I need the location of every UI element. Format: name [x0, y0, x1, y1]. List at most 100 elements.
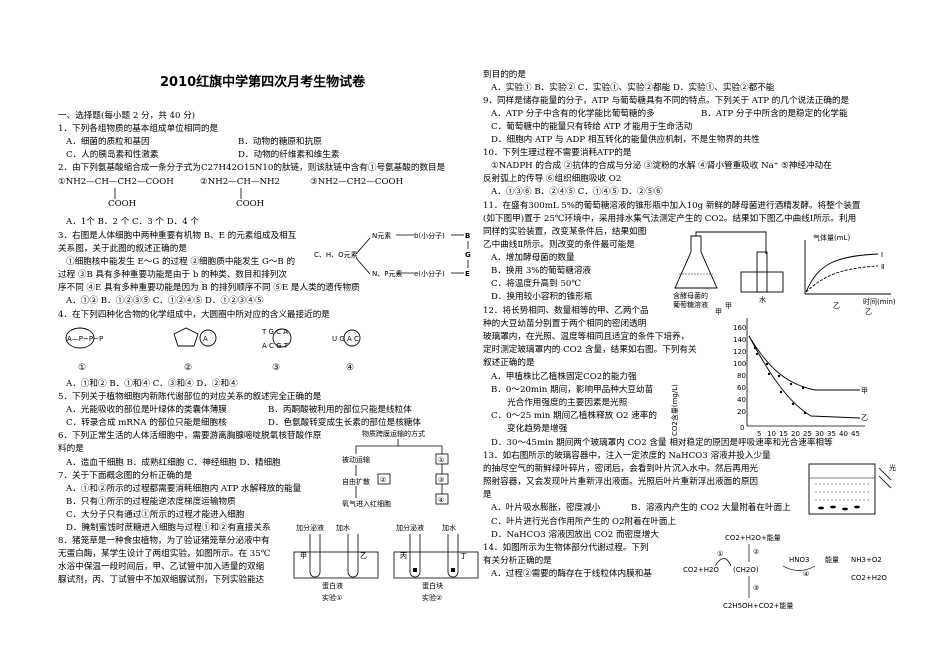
fig14-top: CO2+H2O+能量: [725, 533, 781, 542]
fig12-xtick-20: 20: [791, 430, 800, 438]
q5-option-b: B．丙酮酸被利用的部位只能是线粒体: [268, 405, 412, 415]
question-13-line-3: 照射容器，又会发现叶片重新浮出液面。光照后叶片重新浮出液面的原因: [483, 477, 759, 487]
fig8-add2: 加水: [336, 523, 350, 532]
question-13-line-2: 的抽尽空气的新鲜绿叶碎片，密闭后，会看到叶片沉入水中。然后再用光: [483, 464, 759, 474]
question-12-line-4: 定时测定玻璃罩内的 CO2 含量，结果如右图。下列有关: [483, 345, 697, 355]
fig3-e-label: e(小分子): [414, 269, 445, 278]
fig12-xtick-5: 5: [757, 430, 761, 438]
q4-label-2: ②: [184, 363, 192, 373]
q11-option-c: C．将温度升高到 50℃: [491, 279, 582, 289]
amino-acid-bonds: [114, 188, 242, 199]
q6-options: A．造血干细胞 B．成熟红细胞 C．神经细胞 D．精细胞: [66, 458, 281, 468]
fig7-passive: 被动运输: [342, 455, 370, 464]
fig3-b-label: b(小分子): [414, 231, 445, 240]
question-6: 6．下列正常生活的人体活细胞中，需要游离胸腺嘧啶脱氧核苷酸作原: [58, 431, 322, 441]
fig12-ytick-0: 0: [740, 424, 744, 432]
fig11-jia: 甲: [725, 302, 732, 310]
fig7-n2: ②: [380, 476, 386, 484]
fig3-B: B: [465, 232, 470, 240]
q4-label-4: ④: [346, 363, 354, 373]
fig12-curve-yi: [748, 335, 861, 419]
q3-diagram: N元素 C、H、O元素 N、P元素 b(小分子) e(小分子) B G E: [314, 231, 471, 278]
question-8-line-3: 水浴中保温一段时间后，甲、乙试管中加入适量的双缩: [58, 562, 265, 572]
fig8-yi: 乙: [360, 552, 367, 560]
fig8-add4: 加水: [442, 523, 456, 532]
q7-option-b: B．只有①所示的过程能逆浓度梯度运输物质: [66, 497, 236, 507]
question-4: 4．在下列四种化合物的化学组成中，大圆圈中所对应的含义最接近的是: [58, 310, 330, 320]
fig12-curve-jia: [748, 335, 860, 391]
fig13-light: 光: [889, 463, 896, 472]
section-heading: 一、选择题(每小题 2 分，共 40 分): [58, 111, 196, 121]
q9-option-b: B．ATP 分子中所含的是稳定的化学能: [701, 109, 848, 119]
fig12-ytick-20: 20: [737, 408, 746, 416]
fig8-liquid-1: 蛋白液: [322, 581, 343, 590]
fig14-hno3: HNO3: [789, 556, 809, 564]
fig7-free: 自由扩散: [342, 477, 370, 486]
q4-structures: A—P~P~P A T G C A A C G T U G A C ① ② ③ …: [65, 327, 361, 373]
fig11-curve-1: [805, 253, 879, 293]
svg-text:A: A: [203, 335, 208, 343]
amino-acid-3: ③NH2—CH2—COOH: [310, 177, 404, 187]
question-12-line-2: 种的大豆幼苗分别置于两个相同的密闭透明: [483, 319, 647, 329]
amino-acid-1-group: COOH: [108, 199, 137, 209]
q5-option-d: D．色氨酸转变成生长素的部位是核糖体: [268, 418, 421, 428]
fig12-xtick-35: 35: [827, 430, 836, 438]
q11-option-d: D．换用较小容积的锥形瓶: [491, 292, 593, 302]
q4-label-3: ③: [272, 363, 280, 373]
fig7-carrier: 氧气进入红细胞: [342, 499, 391, 508]
q12-option-c: C．0～25 min 期间乙植株释放 O2 速率的: [491, 411, 657, 421]
q14-metabolism-figure: CO2+H2O+能量 CO2+H2O (CH2O) C2H5OH+CO2+能量 …: [683, 533, 887, 610]
fig8-exp-1: 实验①: [322, 593, 342, 602]
question-6-cont: 料的是: [58, 444, 84, 454]
exam-title: 2010红旗中学第四次月考生物试卷: [160, 75, 366, 90]
fig7-top: 物质跨膜运输的方式: [362, 429, 425, 438]
question-9: 9．同样是储存能量的分子，ATP 与葡萄糖具有不同的特点。下列关于 ATP 的几…: [483, 96, 850, 106]
question-12-line-3: 玻璃罩内，在光照、温度等相同且适宜的条件下培养，: [483, 332, 690, 342]
fig12-xtick-30: 30: [815, 430, 824, 438]
question-2: 2．由下列氨基酸缩合成一条分子式为C27H42O15N10的肽链，则该肽链中含有…: [58, 163, 446, 173]
fig8-liquid-2: 蛋白块: [422, 581, 443, 590]
question-8-line-2: 无蛋白酶，某学生设计了两组实验，如图所示。在 35℃: [58, 549, 271, 559]
q7-option-a: A．①和②所示的过程都需要消耗细胞内 ATP 水解释放的能量: [66, 484, 302, 494]
fig11-yeast-2: 葡萄糖溶液: [673, 300, 708, 309]
q11-apparatus-figure: 含酵母菌的 葡萄糖溶液 水 甲 气体量(mL) 时间(min) 乙 Ⅰ Ⅱ: [673, 231, 896, 310]
q11-option-a: A．增加酵母菌的数量: [491, 253, 575, 263]
fig11-curve-2: [805, 265, 879, 293]
fig14-step-4: ④: [803, 570, 809, 578]
fig12-xtick-40: 40: [839, 430, 848, 438]
question-3: 3．右图是人体细胞中两种重要有机物 B、E 的元素组成及相互: [58, 231, 297, 241]
q13-option-d: D．NaHCO3 溶液因放出 CO2 而密度增大: [491, 530, 659, 540]
fig8-ding: 丁: [460, 552, 467, 560]
question-7: 7．关于下面概念图的分析正确的是: [58, 471, 193, 481]
q8-options: A．实验① B．实验② C．实验①、实验②都能 D．实验①、实验②都不能: [491, 83, 775, 93]
question-14-line-2: 有关分析正确的是: [483, 556, 552, 566]
fig3-n-label: N元素: [372, 231, 391, 240]
fig12-ytick-120: 120: [733, 348, 746, 356]
fig11-water: 水: [759, 295, 766, 304]
fig12-ytick-140: 140: [733, 336, 746, 344]
fig14-step-3: ③: [753, 584, 759, 592]
q1-option-c: C．人的胰岛素和性激素: [66, 150, 159, 160]
question-11-line-4: 乙中曲线Ⅱ所示。则改变的条件最可能是: [483, 240, 635, 250]
fig12-yi-label: 乙: [861, 414, 868, 422]
q8-continued: 到目的的是: [483, 70, 526, 80]
question-13: 13．如右图所示的玻璃容器中，注入一定浓度的 NaHCO3 溶液并投入少量: [483, 451, 771, 461]
q12-option-b-cont: 光合作用强度的主要因素是光照: [507, 398, 628, 408]
fig11-xlabel: 时间(min): [863, 297, 896, 306]
fig8-add3: 加分泌液: [396, 523, 424, 532]
q7-option-c: C．大分子只有通过①所示的过程才能进入细胞: [66, 510, 245, 520]
q13-option-c: C．叶片进行光合作用所产生的 O2附着在叶面上: [491, 517, 677, 527]
question-11-line-3: 同样的实验装置，改变某条件后，结果如图: [483, 227, 647, 237]
fig11-yi: 乙: [833, 302, 840, 310]
q4-struct-4: U G A C: [332, 335, 359, 343]
fig12-xtick-15: 15: [779, 430, 788, 438]
q12-co2-chart: 甲 乙 CO2含量(mg/L) 160 140 120 100 80 60 40…: [670, 308, 872, 438]
fig14-step-1: ①: [717, 550, 723, 558]
question-13-line-4: 是: [483, 490, 492, 500]
q1-option-d: D．动物的纤维素和维生素: [238, 150, 340, 160]
q5-option-c: C．转录合成 mRNA 的部位只能是细胞核: [66, 418, 227, 428]
q10-items-cont: 反射弧上的传导 ⑥组织细胞吸收 O2: [483, 174, 622, 184]
fig14-ch2o: (CH2O): [733, 566, 759, 574]
q4-options: A．①和② B．①和④ C．③和④ D．②和④: [66, 379, 238, 389]
